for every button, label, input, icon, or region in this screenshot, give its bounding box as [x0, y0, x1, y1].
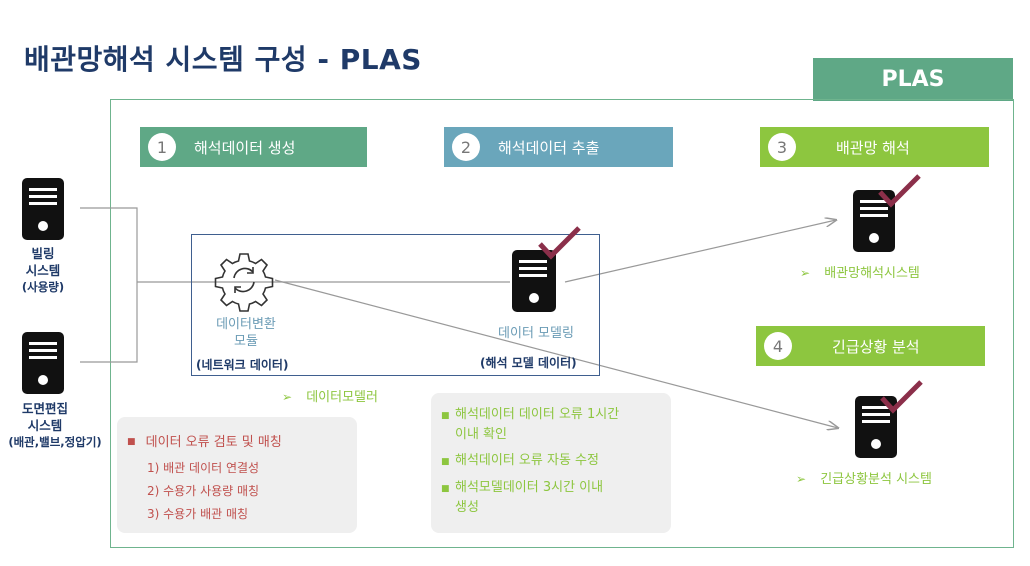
analysis-system-item: ➢ 배관망해석시스템: [800, 262, 920, 281]
system-frame: [110, 99, 1014, 548]
step-3-label: 배관망 해석: [836, 138, 910, 157]
error-review-item: 2) 수용가 사용량 매칭: [147, 484, 260, 498]
modeling-server-icon: [512, 250, 556, 312]
result-item-line: 생성: [455, 500, 479, 515]
drawing-line-2: 시스템: [27, 418, 63, 433]
converter-line-1: 데이터변환: [216, 317, 276, 332]
step-2-header: 2 해석데이터 추출: [444, 127, 673, 167]
drawing-line-1: 도면편집: [21, 401, 68, 416]
gear-icon: [214, 253, 274, 312]
square-bullet-icon: ■: [127, 437, 136, 447]
arrow-bullet-icon: ➢: [796, 472, 807, 486]
billing-line-1: 빌링: [31, 246, 55, 261]
page-title: 배관망해석 시스템 구성 - PLAS: [24, 43, 422, 76]
arrow-bullet-icon: ➢: [282, 390, 293, 404]
check-icon: [878, 174, 921, 208]
error-review-title: 데이터 오류 검토 및 매칭: [145, 435, 282, 450]
modeling-sub-label: (해석 모델 데이터): [480, 356, 577, 370]
step-2-number: 2: [452, 133, 480, 161]
step-4-header: 4 긴급상황 분석: [756, 326, 985, 366]
check-icon: [538, 226, 581, 260]
step-1-header: 1 해석데이터 생성: [140, 127, 367, 167]
left-bracket-line: [80, 207, 138, 363]
step-4-label: 긴급상황 분석: [832, 337, 920, 356]
conversion-modeling-box: [191, 234, 600, 376]
billing-server-icon: [22, 178, 64, 240]
error-review-title-row: ■ 데이터 오류 검토 및 매칭: [127, 431, 282, 450]
square-bullet-icon: ■: [441, 411, 450, 421]
step-2-label: 해석데이터 추출: [498, 138, 600, 157]
result-item-line: 해석데이터 데이터 오류 1시간: [455, 407, 620, 422]
step-3-header: 3 배관망 해석: [760, 127, 989, 167]
step-1-number: 1: [148, 133, 176, 161]
drawing-system-label: 도면편집 시스템 (배관,밸브,정압기): [0, 400, 110, 451]
billing-sub: (사용량): [21, 280, 65, 294]
error-review-list: 1) 배관 데이터 연결성 2) 수용가 사용량 매칭 3) 수용가 배관 매칭: [147, 457, 259, 526]
error-review-item: 3) 수용가 배관 매칭: [147, 507, 249, 521]
step-4-number: 4: [764, 332, 792, 360]
arrow-to-emergency: [274, 279, 838, 428]
modeler-label: 데이터모델러: [306, 390, 378, 405]
error-review-box: ■ 데이터 오류 검토 및 매칭 1) 배관 데이터 연결성 2) 수용가 사용…: [117, 417, 357, 533]
plas-tab: PLAS: [813, 58, 1013, 101]
result-item: ■ 해석데이터 오류 자동 수정: [441, 451, 619, 472]
emergency-system-item: ➢ 긴급상황분석 시스템: [796, 468, 932, 487]
converter-label: 데이터변환 모듈: [196, 316, 296, 350]
billing-system-label: 빌링 시스템 (사용량): [0, 245, 86, 296]
step-3-number: 3: [768, 133, 796, 161]
billing-line-2: 시스템: [25, 263, 61, 278]
check-icon: [880, 380, 923, 414]
arrow-bullet-icon: ➢: [800, 266, 811, 280]
result-item-line: 해석모델데이터 3시간 이내: [455, 480, 604, 495]
modeler-item: ➢ 데이터모델러: [282, 386, 378, 405]
result-item-line: 해석데이터 오류 자동 수정: [455, 453, 599, 468]
modeling-label: 데이터 모델링: [498, 326, 574, 341]
square-bullet-icon: ■: [441, 484, 450, 494]
result-item-line: 이내 확인: [455, 427, 507, 442]
step-1-label: 해석데이터 생성: [194, 138, 296, 157]
square-bullet-icon: ■: [441, 457, 450, 467]
analysis-system-label: 배관망해석시스템: [824, 266, 920, 281]
converter-line-2: 모듈: [234, 334, 258, 349]
error-review-item: 1) 배관 데이터 연결성: [147, 461, 260, 475]
drawing-sub: (배관,밸브,정압기): [8, 435, 102, 449]
converter-sub-label: (네트워크 데이터): [196, 358, 289, 372]
emergency-system-label: 긴급상황분석 시스템: [820, 472, 932, 487]
arrow-to-analysis: [564, 220, 836, 283]
drawing-server-icon: [22, 332, 64, 394]
analysis-server-icon: [853, 190, 895, 252]
